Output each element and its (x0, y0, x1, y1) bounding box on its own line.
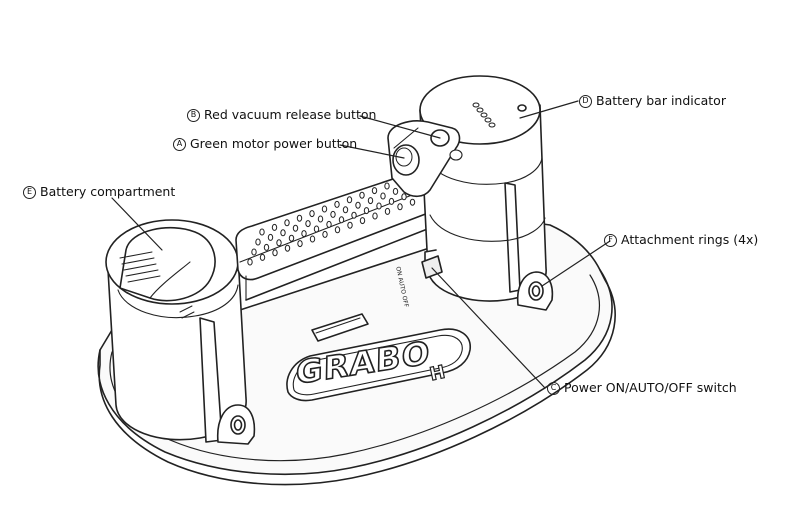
grip-hole (334, 226, 341, 234)
grip-hole (371, 187, 378, 195)
battery-bar-dot (484, 117, 492, 123)
leader-line-a (339, 144, 405, 159)
attachment-ring-back-right (516, 271, 554, 311)
grip-hole (292, 224, 299, 232)
grip-hole (271, 223, 278, 231)
grip-hole (309, 210, 315, 218)
callout-a: A Green motor power button (173, 136, 357, 152)
battery-bar-dots (472, 102, 496, 128)
left-cylinder (105, 219, 247, 443)
green-button-shape (392, 144, 420, 176)
leader-line-c (431, 267, 546, 389)
battery-bar-dot (488, 122, 496, 128)
indicator-led (517, 104, 527, 112)
callout-f: F Attachment rings (4x) (604, 232, 758, 248)
grip-hole (247, 258, 253, 266)
grip-hole (384, 182, 390, 190)
leader-line-d (519, 100, 579, 119)
grip-hole (284, 219, 290, 227)
battery-grip-lines (119, 251, 161, 283)
grip-hole (384, 207, 391, 215)
grip-hole (326, 220, 332, 228)
grip-hole (367, 197, 374, 205)
callout-e-label: Battery compartment (40, 184, 176, 199)
grip-hole (322, 230, 328, 238)
grip-hole (259, 228, 265, 236)
grip-hole (338, 216, 345, 224)
grip-hole (296, 214, 303, 222)
callout-c: C Power ON/AUTO/OFF switch (547, 380, 737, 396)
base-slot (311, 313, 369, 342)
grip-hole (280, 229, 286, 237)
grip-hole (259, 253, 266, 261)
grip-hole (321, 205, 328, 213)
battery-bar-dot (472, 102, 480, 108)
grip-hole (359, 217, 366, 225)
grip-hole (305, 220, 311, 228)
grip-hole (363, 207, 370, 215)
callout-e-badge: E (23, 185, 36, 199)
callout-b-badge: B (187, 108, 200, 122)
grip-hole (334, 200, 340, 208)
callout-f-badge: F (604, 233, 617, 247)
grip-hole (309, 235, 316, 243)
callout-b-label: Red vacuum release button (204, 107, 377, 122)
leader-line-b (359, 115, 441, 139)
callout-d-badge: D (579, 94, 592, 108)
grip-hole (346, 196, 353, 204)
grip-hole (342, 206, 349, 214)
callout-d-label: Battery bar indicator (596, 93, 726, 108)
grip-hole (388, 197, 395, 205)
leader-lines (111, 100, 611, 389)
grip-hole (351, 211, 357, 219)
callout-a-label: Green motor power button (190, 136, 358, 151)
grip-hole (284, 244, 291, 252)
callout-f-label: Attachment rings (4x) (621, 232, 759, 247)
grip-hole (313, 225, 320, 233)
callout-d: D Battery bar indicator (579, 93, 726, 109)
grip-hole (267, 233, 274, 241)
grip-hole (330, 210, 336, 218)
grip-hole (255, 238, 261, 246)
callout-e: E Battery compartment (23, 184, 175, 200)
grip-hole (401, 193, 407, 201)
grip-hole (263, 243, 270, 251)
grip-hole (380, 192, 386, 200)
logo-plaque (286, 328, 471, 402)
callout-c-label: Power ON/AUTO/OFF switch (564, 380, 737, 395)
grip-hole (276, 239, 282, 247)
grip-hole (251, 248, 257, 256)
grip-hole (409, 198, 416, 206)
grip-hole (347, 221, 353, 229)
battery-bar-dot (476, 107, 484, 113)
grip-hole (392, 187, 399, 195)
grip-hole (355, 201, 361, 209)
grip-hole (397, 203, 403, 211)
grip-hole (297, 240, 303, 248)
leader-line-f (541, 240, 611, 287)
leader-line-e (111, 197, 163, 251)
callout-a-badge: A (173, 137, 186, 151)
grip-hole (376, 202, 382, 210)
callout-b: B Red vacuum release button (187, 107, 376, 123)
callout-c-badge: C (547, 381, 560, 395)
grip-hole (301, 230, 307, 238)
grip-hole (359, 191, 365, 199)
grip-hole (272, 249, 278, 257)
attachment-ring-front-left (216, 404, 256, 445)
grip-hole (288, 234, 295, 242)
grip-hole (317, 215, 324, 223)
battery-bar-dot (480, 112, 488, 118)
grip-hole (372, 212, 378, 220)
